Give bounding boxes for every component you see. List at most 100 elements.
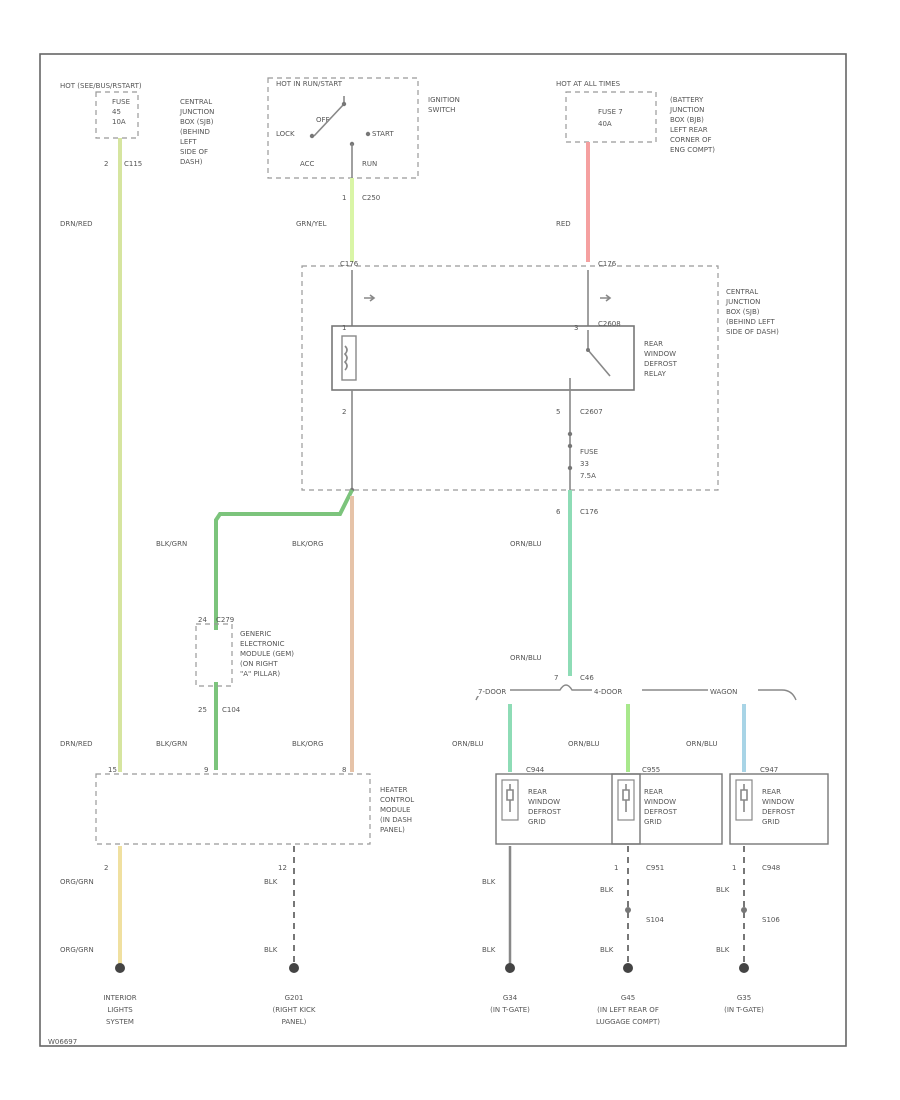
- wire-label-org-grn-top: ORG/GRN: [60, 878, 94, 886]
- wire-label-blk-g1-bottom: BLK: [482, 946, 496, 954]
- grid2-pin-out: 1: [614, 864, 618, 872]
- wire-label-blk-g1-top: BLK: [482, 878, 496, 886]
- svg-text:WINDOW: WINDOW: [644, 350, 676, 358]
- ground-icon-interior: [115, 963, 125, 973]
- fuse-right-line2: 40A: [598, 120, 612, 128]
- ign-off: OFF: [316, 116, 330, 124]
- grid2-conn-out: C951: [646, 864, 664, 872]
- cjb-conn-2: C176: [598, 260, 617, 268]
- hcm-pin-a: 15: [108, 766, 117, 774]
- conn-mid: C250: [362, 194, 380, 202]
- cjb-label: CENTRAL JUNCTION BOX (SJB) (BEHIND LEFT …: [725, 288, 779, 336]
- hot-left-label: HOT (SEE/BUS/RSTART): [60, 82, 142, 90]
- ign-acc: ACC: [300, 160, 315, 168]
- diagram-frame: [39, 53, 847, 1047]
- svg-text:(IN LEFT REAR OF: (IN LEFT REAR OF: [597, 1006, 659, 1014]
- svg-text:C944: C944: [526, 766, 545, 774]
- wire-bk-grn: [214, 489, 354, 770]
- svg-text:(IN T-GATE): (IN T-GATE): [490, 1006, 530, 1014]
- grid3-pin-out: 1: [732, 864, 736, 872]
- svg-text:(IN DASH: (IN DASH: [380, 816, 412, 824]
- cjb-pin-c: 5: [556, 408, 560, 416]
- svg-text:7.5A: 7.5A: [580, 472, 596, 480]
- svg-text:JUNCTION: JUNCTION: [669, 106, 704, 114]
- svg-text:REAR: REAR: [528, 788, 547, 796]
- svg-text:G45: G45: [621, 994, 635, 1002]
- cjb-left-label: CENTRAL JUNCTION BOX (SJB) (BEHIND LEFT …: [179, 98, 214, 166]
- conn-left: C115: [124, 160, 142, 168]
- wire-label-dg-red-top: DRN/RED: [60, 220, 93, 228]
- svg-text:(BATTERY: (BATTERY: [670, 96, 704, 104]
- branch-label-wagon: WAGON: [710, 688, 737, 696]
- relay-coil-icon: [341, 335, 357, 381]
- svg-text:DEFROST: DEFROST: [644, 808, 678, 816]
- ignition-label: IGNITION SWITCH: [428, 96, 460, 114]
- wire-label-grid3: ORN/BLU: [686, 740, 717, 748]
- wire-label-blk-hcm-bottom: BLK: [264, 946, 278, 954]
- cjb-pin-a: 2: [342, 408, 346, 416]
- svg-text:(IN T-GATE): (IN T-GATE): [724, 1006, 764, 1014]
- wire-label-blk-g2-top: BLK: [600, 886, 614, 894]
- hot-mid-label: HOT IN RUN/START: [276, 80, 343, 88]
- ignition-switch-box: [267, 77, 419, 179]
- wire-label-bk-grn-bottom: BLK/GRN: [156, 740, 187, 748]
- gem-label: GENERIC ELECTRONIC MODULE (GEM) (ON RIGH…: [240, 630, 294, 678]
- rear-defrost-relay: [331, 325, 635, 391]
- hcm-label: HEATER CONTROL MODULE (IN DASH PANEL): [380, 786, 414, 834]
- gem-conn-top: C279: [216, 616, 234, 624]
- hcm-pin-b: 9: [204, 766, 208, 774]
- fuse-33: FUSE 33 7.5A: [580, 448, 598, 480]
- svg-text:G34: G34: [503, 994, 518, 1002]
- hcm-pin-left: 2: [104, 864, 108, 872]
- svg-text:RELAY: RELAY: [644, 370, 667, 378]
- ground-icon-g45: [623, 963, 633, 973]
- fuse-left-line1: FUSE: [112, 98, 130, 106]
- rear-defrost-grid-3: C947 REAR WINDOW DEFROST GRID: [729, 766, 829, 845]
- svg-text:JUNCTION: JUNCTION: [179, 108, 214, 116]
- pin-mid: 1: [342, 194, 346, 202]
- wire-label-blk-g3-top: BLK: [716, 886, 730, 894]
- svg-text:MODULE: MODULE: [380, 806, 410, 814]
- svg-text:LIGHTS: LIGHTS: [107, 1006, 133, 1014]
- svg-text:33: 33: [580, 460, 589, 468]
- pin-left: 2: [104, 160, 108, 168]
- svg-text:BOX (SJB): BOX (SJB): [180, 118, 214, 126]
- ground-label-interior: INTERIOR LIGHTS SYSTEM: [103, 994, 136, 1026]
- svg-text:C947: C947: [760, 766, 778, 774]
- svg-text:"A" PILLAR): "A" PILLAR): [240, 670, 280, 678]
- ign-switch-blade: [313, 103, 345, 137]
- svg-text:CENTRAL: CENTRAL: [180, 98, 212, 106]
- svg-text:WINDOW: WINDOW: [528, 798, 560, 806]
- central-junction-box: [301, 265, 719, 491]
- splice-s106: [741, 907, 747, 913]
- fuse-left-box: [95, 91, 139, 139]
- svg-text:GRID: GRID: [528, 818, 546, 826]
- wire-label-orn-blu-top: ORN/BLU: [510, 540, 541, 548]
- relay-pin-b: 1: [342, 324, 346, 332]
- ign-run: RUN: [362, 160, 377, 168]
- svg-text:REAR: REAR: [762, 788, 781, 796]
- svg-text:HEATER: HEATER: [380, 786, 408, 794]
- ign-start: START: [372, 130, 394, 138]
- cjb-pin-out: 6: [556, 508, 561, 516]
- wire-label-dg-red-bottom: DRN/RED: [60, 740, 93, 748]
- svg-text:DASH): DASH): [180, 158, 203, 166]
- svg-text:MODULE (GEM): MODULE (GEM): [240, 650, 294, 658]
- svg-text:DEFROST: DEFROST: [644, 360, 678, 368]
- wire-label-blk-g2-bottom: BLK: [600, 946, 614, 954]
- gem-module-box: [195, 623, 233, 687]
- wire-label-blk-hcm-top: BLK: [264, 878, 278, 886]
- gem-conn-bottom: C104: [222, 706, 241, 714]
- svg-text:G35: G35: [737, 994, 751, 1002]
- svg-text:WINDOW: WINDOW: [644, 798, 676, 806]
- arrow-icon-left: [364, 294, 376, 302]
- figure-id: W06697: [48, 1038, 77, 1046]
- rear-defrost-grid-2: C955 REAR WINDOW DEFROST GRID: [611, 766, 723, 845]
- wire-label-grid1: ORN/BLU: [452, 740, 483, 748]
- svg-text:SYSTEM: SYSTEM: [106, 1018, 134, 1026]
- ground-label-g201: G201 (RIGHT KICK PANEL): [273, 994, 316, 1026]
- svg-text:(BEHIND: (BEHIND: [180, 128, 210, 136]
- heater-control-module: [95, 773, 371, 845]
- gem-pin-top: 24: [198, 616, 207, 624]
- svg-text:REAR: REAR: [644, 788, 663, 796]
